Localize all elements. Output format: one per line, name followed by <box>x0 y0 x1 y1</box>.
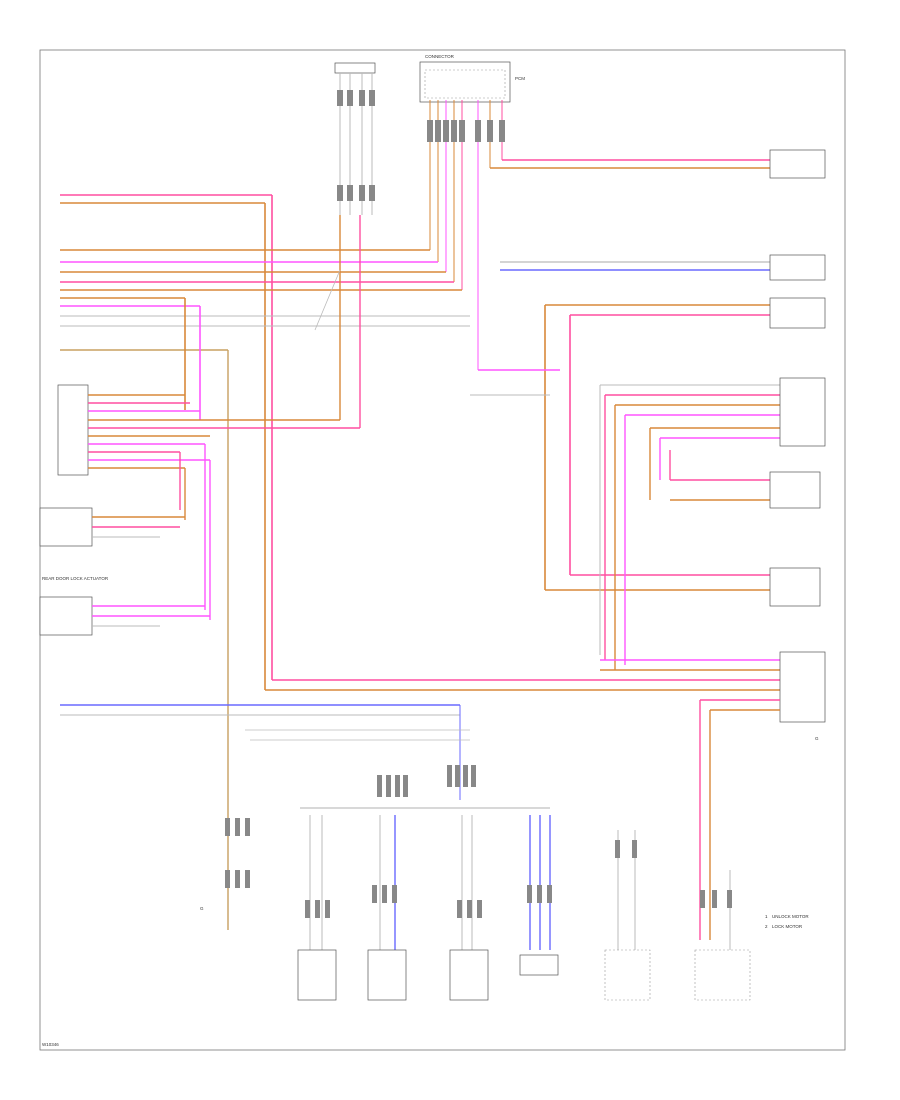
legend-num-1: 1 <box>765 914 768 919</box>
left-switch-connector <box>57 384 360 620</box>
bottom-actuators <box>297 949 751 1001</box>
legend-num-2: 2 <box>765 924 768 929</box>
legend-lock: LOCK MOTOR <box>772 924 803 929</box>
top-module-connector <box>419 61 511 103</box>
label-connector-top: CONNECTOR <box>425 54 455 59</box>
diagram-frame <box>39 49 846 1051</box>
label-ground-lh: G <box>200 906 204 911</box>
bottom-splice-connectors <box>225 765 732 950</box>
top-module-wires <box>427 100 505 370</box>
right-side-wires <box>470 297 826 940</box>
label-pcm: PCM <box>515 76 525 81</box>
label-diagram-id: W10346 <box>42 1042 59 1047</box>
bottom-harness <box>60 679 780 800</box>
legend-unlock: UNLOCK MOTOR <box>772 914 809 919</box>
label-rear-door-left: REAR DOOR LOCK ACTUATOR <box>42 576 109 581</box>
top-switch-connector <box>334 62 376 215</box>
label-ground-rh: G <box>815 736 819 741</box>
left-harness-wires <box>60 194 470 930</box>
left-rear-door-actuator <box>39 596 210 636</box>
left-front-door-actuator <box>39 507 185 547</box>
top-right-wires <box>490 149 826 281</box>
switch-to-harness <box>314 215 361 428</box>
